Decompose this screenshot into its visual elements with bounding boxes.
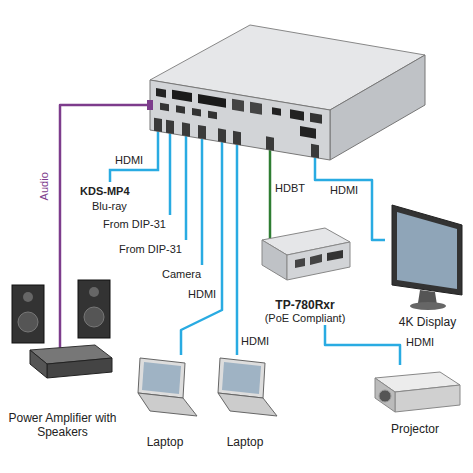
source-name: Camera xyxy=(162,268,201,281)
speaker-tweeter xyxy=(89,287,99,297)
device-sublabel: (PoE Compliant) xyxy=(265,312,346,325)
device-label: Power Amplifier with Speakers xyxy=(5,412,120,440)
cable-plug xyxy=(198,125,206,139)
laptop-screen xyxy=(142,362,181,394)
laptop-screen xyxy=(222,362,261,394)
device-label: Laptop xyxy=(147,436,184,450)
rear-panel-ports xyxy=(154,86,322,159)
cable-connector xyxy=(181,160,222,355)
hdmi-cable xyxy=(201,139,204,265)
cable-plug xyxy=(218,128,226,142)
speaker-woofer xyxy=(18,312,38,332)
cable-plug xyxy=(266,136,274,150)
cable-plug xyxy=(154,118,162,132)
projector-front xyxy=(395,385,460,412)
switcher-rear-panel xyxy=(150,80,330,160)
port xyxy=(208,111,217,120)
port xyxy=(290,109,304,120)
power-socket xyxy=(300,126,316,139)
display-bezel xyxy=(392,205,462,295)
receiver-box: TP-780Rxr(PoE Compliant) xyxy=(255,220,355,325)
rj45-port xyxy=(250,102,262,115)
receiver-port xyxy=(310,254,322,265)
audio-plug xyxy=(147,100,153,110)
receiver-front xyxy=(287,242,350,280)
cable-label: HDMI xyxy=(330,184,358,197)
laptop-base xyxy=(218,393,277,416)
cable-plug xyxy=(166,120,174,134)
laptop-base xyxy=(138,393,197,416)
port xyxy=(160,103,169,112)
switcher-side xyxy=(330,55,425,160)
audio-cable xyxy=(59,270,62,349)
cable-label: Audio xyxy=(38,172,51,200)
cable-label: HDMI xyxy=(241,335,269,348)
device-label: 4K Display xyxy=(399,316,456,330)
cable-label: HDMI xyxy=(406,336,434,349)
cable-plug xyxy=(233,131,241,145)
terminal-block xyxy=(198,94,226,108)
display-base xyxy=(410,302,446,310)
speaker xyxy=(78,280,110,338)
device-label: Projector xyxy=(391,423,439,437)
port xyxy=(192,108,201,117)
laptop-drawing xyxy=(218,358,277,416)
receiver-side xyxy=(262,240,287,280)
rj45-port xyxy=(232,99,244,112)
port xyxy=(176,105,185,114)
source-name: From DIP-31 xyxy=(103,218,166,231)
laptop-lid xyxy=(138,358,185,398)
amplifier-front xyxy=(47,358,112,378)
amplifier-side xyxy=(30,350,47,378)
cable-label: HDMI xyxy=(188,288,216,301)
speaker-tweeter xyxy=(23,292,33,302)
hdmi-cable xyxy=(110,131,158,182)
receiver-port xyxy=(295,258,305,268)
cable-plug xyxy=(182,122,190,136)
hdmi-cable xyxy=(169,133,172,215)
port xyxy=(310,113,322,124)
port xyxy=(272,107,281,116)
terminal-block xyxy=(172,90,192,102)
av-switcher xyxy=(150,80,330,160)
display-screen xyxy=(397,212,457,289)
laptop-drawing xyxy=(138,358,197,416)
cable-connector xyxy=(269,160,272,220)
cable-stub xyxy=(269,150,272,160)
cable-stub xyxy=(236,144,239,160)
display: 4K Display xyxy=(385,200,470,330)
cable-type: HDMI xyxy=(115,154,143,167)
source-name: From DIP-31 xyxy=(119,243,182,256)
speaker xyxy=(12,285,44,343)
cable-connector xyxy=(236,160,239,355)
speaker-woofer xyxy=(84,307,104,327)
projector: Projector xyxy=(365,365,465,437)
device-label: TP-780Rxr xyxy=(275,299,334,313)
projector-lens xyxy=(379,390,391,402)
cable-connector xyxy=(325,325,400,365)
laptop: Laptop xyxy=(125,355,205,450)
device-label: Laptop xyxy=(227,436,264,450)
receiver-port xyxy=(327,250,343,261)
amplifier-speakers: Power Amplifier with Speakers xyxy=(5,270,120,440)
cable-label: HDBT xyxy=(275,182,305,195)
projector-side xyxy=(375,378,395,412)
cable-stub xyxy=(221,142,224,160)
cable-connector xyxy=(315,160,385,240)
cable-plug xyxy=(311,144,319,158)
source-name: Blu-ray xyxy=(92,200,127,213)
laptop: Laptop xyxy=(205,355,285,450)
hdmi-cable xyxy=(185,136,188,240)
laptop-lid xyxy=(218,358,265,398)
port xyxy=(156,88,166,98)
source-name: KDS-MP4 xyxy=(80,185,130,198)
